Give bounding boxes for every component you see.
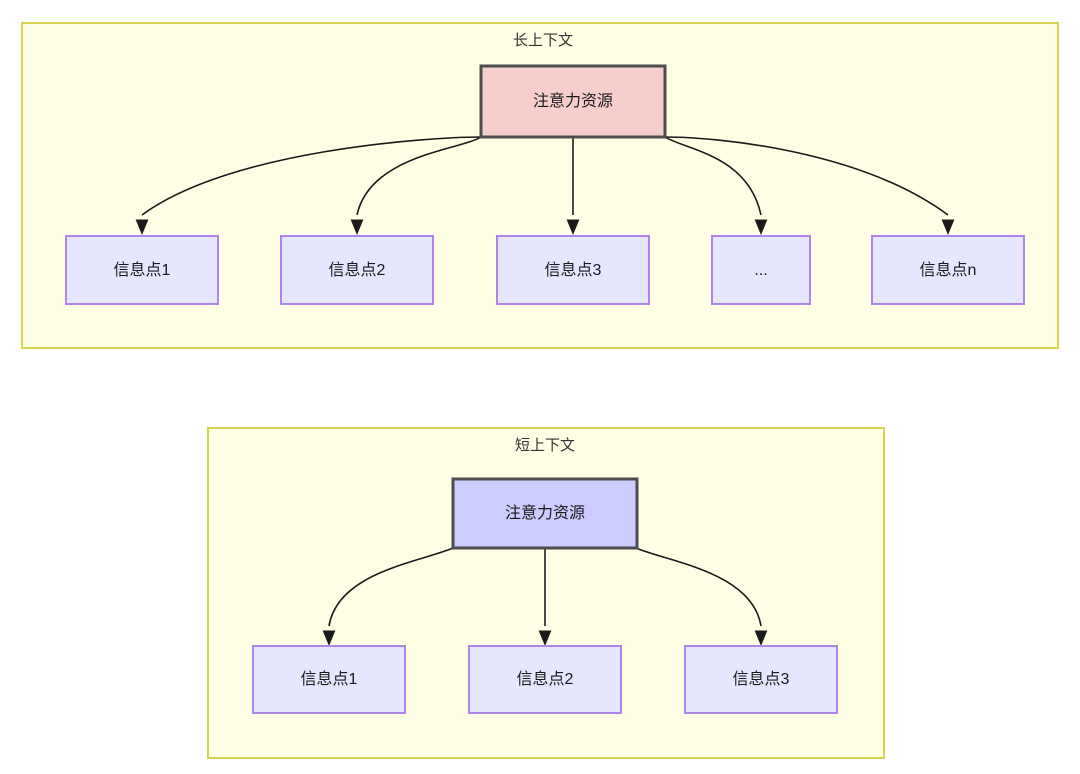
node-info-point-1-long-rect[interactable] (65, 235, 219, 305)
node-attention-resource-long-label: 注意力资源 (533, 91, 613, 110)
edges-short-context (322, 547, 768, 646)
edge-root-to-info-1 (141, 136, 482, 216)
node-info-point-3-long-rect[interactable] (496, 235, 650, 305)
panel-long-context: 长上下文 注意力资源 信息 (21, 22, 1059, 349)
node-info-point-3-long-label: 信息点3 (545, 261, 602, 279)
edges-long-context (135, 136, 955, 235)
node-info-point-n-long-label: 信息点n (920, 261, 977, 279)
edge-root-to-info-5 (664, 136, 949, 216)
edge-root-to-info-2 (356, 136, 482, 216)
panel-short-context-title: 短上下文 (515, 437, 575, 454)
arrow-head-info-5 (941, 219, 955, 235)
node-info-point-3-short[interactable]: 信息点3 (684, 645, 838, 714)
node-info-point-2-long[interactable]: 信息点2 (280, 235, 434, 305)
node-info-point-2-short-label: 信息点2 (517, 670, 574, 688)
arrow-head-info-2-short (538, 630, 552, 646)
arrow-head-info-3 (566, 219, 580, 235)
node-info-point-1-short-rect[interactable] (252, 645, 406, 714)
node-attention-resource-short-label: 注意力资源 (505, 503, 585, 522)
node-attention-resource-long[interactable]: 注意力资源 (479, 64, 667, 139)
node-info-point-3-short-rect[interactable] (684, 645, 838, 714)
panel-long-context-title: 长上下文 (513, 32, 573, 49)
node-attention-resource-long-rect[interactable] (479, 64, 667, 139)
node-info-point-n-long-rect[interactable] (871, 235, 1025, 305)
panel-short-context: 短上下文 注意力资源 信息点1 信息点 (207, 427, 885, 759)
edge-root-to-info-4 (664, 136, 762, 216)
node-info-point-n-long[interactable]: 信息点n (871, 235, 1025, 305)
node-attention-resource-short[interactable]: 注意力资源 (451, 477, 639, 550)
node-attention-resource-short-rect[interactable] (451, 477, 639, 550)
edge-root-to-info-1-short (328, 547, 454, 627)
node-info-point-2-long-rect[interactable] (280, 235, 434, 305)
arrow-head-info-1 (135, 219, 149, 235)
arrow-head-info-2 (350, 219, 364, 235)
node-info-point-2-short[interactable]: 信息点2 (468, 645, 622, 714)
arrow-head-info-3-short (754, 630, 768, 646)
node-info-point-1-short[interactable]: 信息点1 (252, 645, 406, 714)
node-info-ellipsis-long-rect[interactable] (711, 235, 811, 305)
arrow-head-info-4 (754, 219, 768, 235)
node-info-point-1-long[interactable]: 信息点1 (65, 235, 219, 305)
node-info-point-1-long-label: 信息点1 (114, 261, 171, 279)
node-info-point-1-short-label: 信息点1 (301, 670, 358, 688)
node-info-ellipsis-long-label: ... (754, 262, 767, 279)
arrow-head-info-1-short (322, 630, 336, 646)
node-info-point-3-long[interactable]: 信息点3 (496, 235, 650, 305)
node-info-point-2-short-rect[interactable] (468, 645, 622, 714)
edge-root-to-info-3-short (635, 547, 762, 627)
node-info-point-3-short-label: 信息点3 (733, 670, 790, 688)
node-info-point-2-long-label: 信息点2 (329, 261, 386, 279)
node-info-ellipsis-long[interactable]: ... (711, 235, 811, 305)
